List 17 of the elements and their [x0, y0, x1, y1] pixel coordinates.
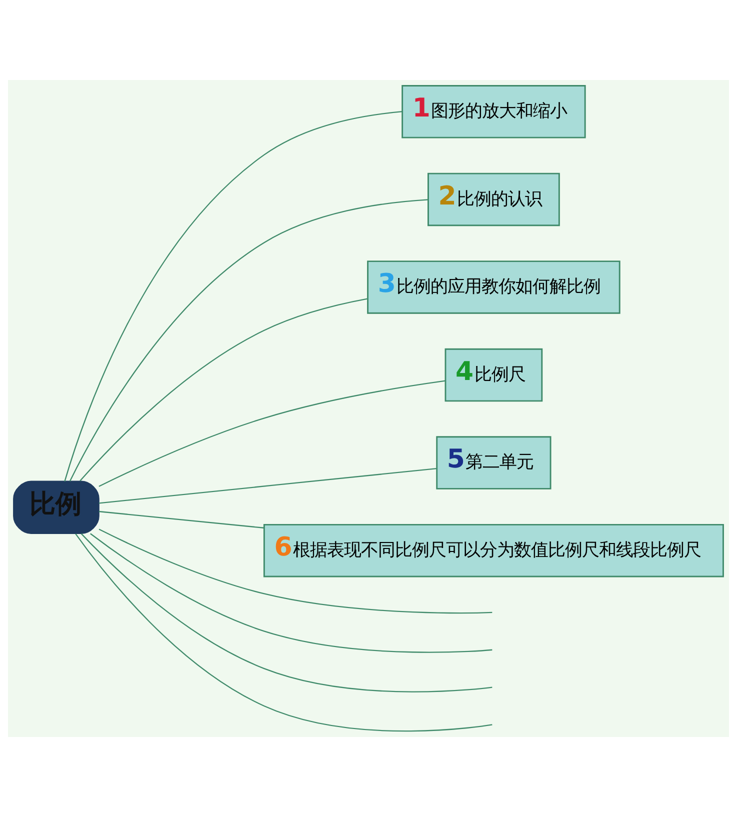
- connector: [64, 111, 402, 482]
- connector: [98, 510, 264, 528]
- connector: [98, 528, 492, 614]
- connector: [80, 298, 368, 482]
- node-box: 5第二单元: [436, 436, 552, 490]
- node-box: 4 比例尺: [444, 348, 543, 402]
- node-box: 比例: [13, 480, 100, 534]
- node-box: 3 比例的应用教你如何解比例: [367, 260, 620, 314]
- connector: [90, 533, 492, 653]
- connector: [98, 468, 436, 504]
- node-box: 2 比例的认识: [428, 172, 560, 226]
- connector: [80, 533, 492, 692]
- connector: [98, 380, 446, 487]
- node-box: 6根据表现不同比例尺可以分为数值比例尺和线段比例尺: [263, 524, 724, 578]
- node-box: 1图形的放大和缩小: [402, 85, 586, 138]
- connector: [75, 534, 492, 732]
- connector: [69, 199, 428, 482]
